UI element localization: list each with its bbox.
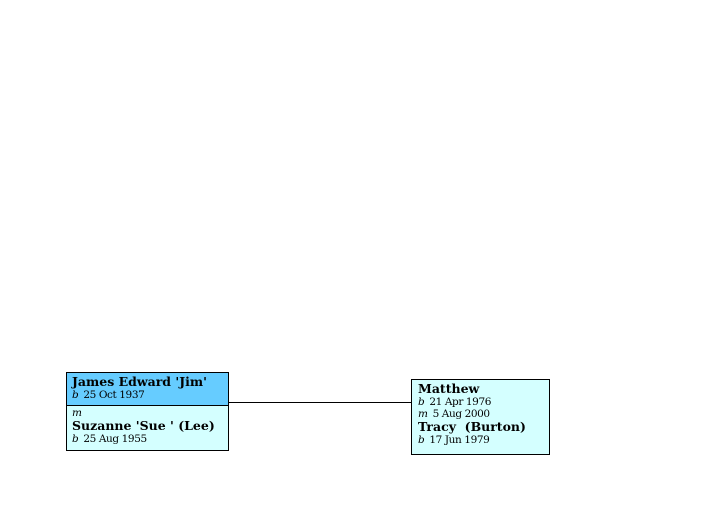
birth-label: b bbox=[72, 389, 79, 401]
spouse-birth-row: b 25 Aug 1955 bbox=[72, 433, 223, 445]
person-header-jim[interactable]: James Edward 'Jim' b 25 Oct 1937 bbox=[67, 373, 228, 406]
marriage-label: m bbox=[418, 408, 428, 420]
birth-date: 25 Oct 1937 bbox=[83, 389, 145, 401]
marriage-date: 5 Aug 2000 bbox=[432, 408, 491, 420]
family-box-jim-and-sue[interactable]: James Edward 'Jim' b 25 Oct 1937 m Suzann… bbox=[66, 372, 229, 451]
person-birth-row: b 25 Oct 1937 bbox=[72, 389, 223, 401]
birth-date: 21 Apr 1976 bbox=[429, 396, 492, 408]
person-name: James Edward 'Jim' bbox=[72, 374, 207, 389]
marriage-label: m bbox=[72, 407, 82, 419]
spouse-section-sue[interactable]: m Suzanne 'Sue ' (Lee) b 25 Aug 1955 bbox=[67, 406, 228, 445]
birth-label: b bbox=[72, 433, 79, 445]
birth-label: b bbox=[418, 434, 425, 446]
child-spouse-birth-row: b 17 Jun 1979 bbox=[418, 434, 543, 446]
child-marriage-row: m 5 Aug 2000 bbox=[418, 408, 543, 420]
parent-child-connector-line bbox=[229, 402, 411, 403]
child-name: Matthew bbox=[418, 381, 480, 396]
child-birth-row: b 21 Apr 1976 bbox=[418, 396, 543, 408]
family-box-matthew-and-tracy[interactable]: Matthew b 21 Apr 1976 m 5 Aug 2000 Tracy (… bbox=[411, 379, 550, 455]
child-spouse-name: Tracy (Burton) bbox=[418, 419, 526, 434]
birth-date: 17 Jun 1979 bbox=[429, 434, 490, 446]
birth-date: 25 Aug 1955 bbox=[83, 433, 147, 445]
spouse-name: Suzanne 'Sue ' (Lee) bbox=[72, 418, 215, 433]
birth-label: b bbox=[418, 396, 425, 408]
